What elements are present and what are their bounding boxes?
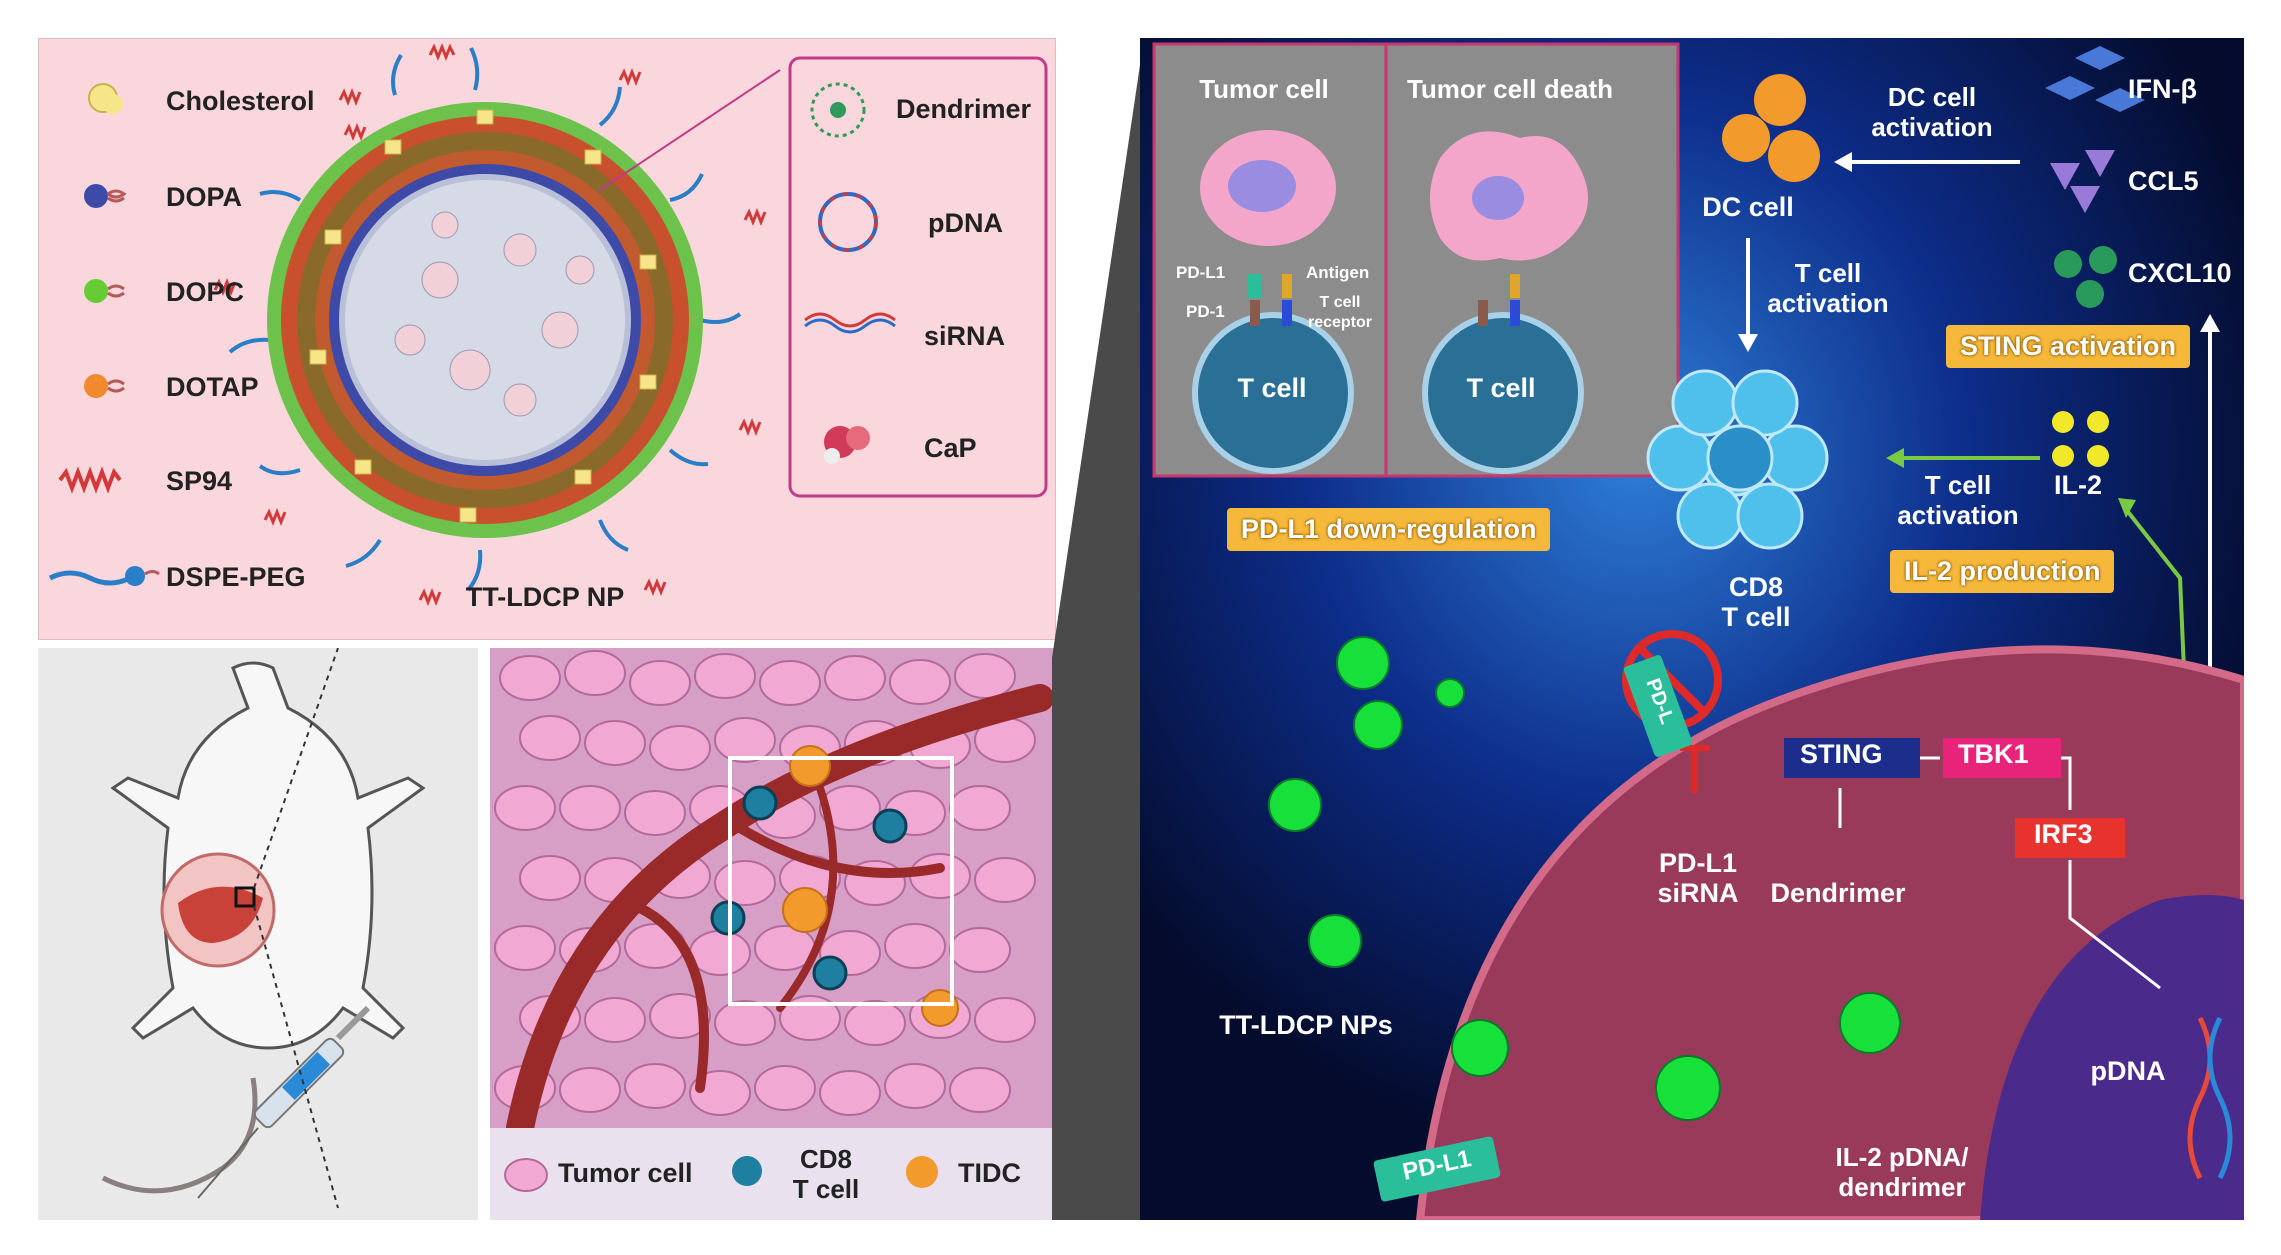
sting-label: STING xyxy=(1800,739,1883,769)
antigen-icon xyxy=(1282,274,1520,298)
il2-icon xyxy=(2052,411,2109,467)
nanoparticle xyxy=(213,42,781,607)
cd8-line1: CD8 xyxy=(1728,572,1784,602)
pdl1-down-badge: PD-L1 down-regulation xyxy=(1227,508,1551,551)
ccl5-label: CCL5 xyxy=(2128,166,2199,196)
dotap-icon xyxy=(84,374,125,398)
t-activation1-line1: T cell xyxy=(1794,258,1862,288)
sirna-icon xyxy=(804,312,896,328)
dc-activation-line1: DC cell xyxy=(1887,82,1977,112)
nucleus xyxy=(1980,895,2244,1220)
np-structure-graphic xyxy=(48,42,1048,607)
il2-pdna-line2: dendrimer xyxy=(1838,1172,1966,1202)
tissue-legend-cd8-line1: CD8 xyxy=(799,1144,853,1174)
dna-helix-icon xyxy=(2187,1016,2213,1180)
tt-ldcp-np-icon xyxy=(1268,636,1901,1121)
core-legend-box xyxy=(788,56,1048,498)
pd-1-label: PD-1 xyxy=(1186,302,1225,321)
legend-dspe-peg: DSPE-PEG xyxy=(166,562,306,592)
pathway-arrows xyxy=(1738,152,2220,678)
np-label: TT-LDCP NP xyxy=(465,582,625,612)
dopa-icon xyxy=(84,184,127,208)
pd-l1-label: PD-L1 xyxy=(1176,263,1226,282)
tissue-legend-cd8-line2: T cell xyxy=(792,1174,860,1204)
blood-vessel xyxy=(506,684,1054,1128)
syringe-icon xyxy=(197,1005,371,1199)
pd1-receptor-icon xyxy=(1250,300,1488,326)
sting-activation-badge: STING activation xyxy=(1946,325,2191,368)
t-cell-left-label: T cell xyxy=(1237,373,1307,403)
il2-label: IL-2 xyxy=(2053,470,2103,500)
ifn-beta-icon xyxy=(2045,46,2145,112)
antigen-label: Antigen xyxy=(1306,263,1370,282)
dc-cell-icon xyxy=(1722,74,1820,182)
tumor-cell-title: Tumor cell xyxy=(1199,74,1329,104)
zoom-wedge xyxy=(1052,38,1144,1220)
cd8-line2: T cell xyxy=(1721,602,1791,632)
tcr-label-line2: receptor xyxy=(1307,314,1373,331)
t-cell-left xyxy=(1192,312,1354,474)
tissue-legend-tidc: TIDC xyxy=(958,1158,1021,1188)
tumor-cell-field xyxy=(494,650,1036,1116)
irf3-label: IRF3 xyxy=(2034,819,2093,849)
dendrimer-label: Dendrimer xyxy=(1770,878,1906,908)
nps-label: TT-LDCP NPs xyxy=(1219,1010,1393,1040)
cxcl10-icon xyxy=(2054,246,2117,308)
sirna-label-line1: PD-L1 xyxy=(1658,848,1738,878)
tcr-receptor-icon xyxy=(1282,300,1520,326)
core-dendrimer-label: Dendrimer xyxy=(896,94,1032,124)
t-activation2-line2: activation xyxy=(1897,500,2019,530)
ccl5-icon xyxy=(2050,150,2115,213)
pdna-icon xyxy=(818,192,878,252)
mouse-graphic xyxy=(101,648,426,1209)
cd8-t-cell-cluster xyxy=(1646,369,1829,550)
legend-dopc: DOPC xyxy=(166,277,245,307)
irf3-box xyxy=(2015,818,2125,858)
il2-production-badge: IL-2 production xyxy=(1890,550,2115,593)
core-sirna-label: siRNA xyxy=(924,321,1006,351)
cxcl10-label: CXCL10 xyxy=(2128,258,2232,288)
legend-dotap: DOTAP xyxy=(166,372,259,402)
sp94-icon xyxy=(58,466,122,494)
pd-l1-icon xyxy=(1248,274,1262,298)
tissue-legend-cd8-icon xyxy=(732,1156,762,1186)
dopc-icon xyxy=(84,279,125,303)
tumor-death-title: Tumor cell death xyxy=(1406,74,1614,104)
core-pdna-label: pDNA xyxy=(928,208,1003,238)
tissue-graphic xyxy=(490,648,1056,1128)
cholesterol-icon xyxy=(88,83,123,114)
il2-pdna-line1: IL-2 pDNA/ xyxy=(1835,1142,1969,1172)
sirna-label-line2: siRNA xyxy=(1657,878,1739,908)
tissue-legend-tumor: Tumor cell xyxy=(558,1158,693,1188)
tissue-legend-tidc-icon xyxy=(906,1156,938,1188)
t-activation1-line2: activation xyxy=(1767,288,1889,318)
legend-sp94: SP94 xyxy=(166,466,233,496)
sting-box xyxy=(1784,738,1920,778)
tbk1-label: TBK1 xyxy=(1958,739,2029,769)
pdna-label: pDNA xyxy=(2090,1056,2166,1086)
dc-activation-line2: activation xyxy=(1871,112,1993,142)
t-cell-right-label: T cell xyxy=(1466,373,1536,403)
core-cap-label: CaP xyxy=(924,433,977,463)
liver-icon xyxy=(178,886,263,943)
cap-icon xyxy=(824,426,870,464)
dendrimer-icon xyxy=(810,82,866,138)
zoom-box xyxy=(728,756,954,1006)
ifn-label: IFN-β xyxy=(2128,74,2197,104)
t-activation2-line1: T cell xyxy=(1924,470,1992,500)
t-cell-right xyxy=(1422,312,1584,474)
tbk1-box xyxy=(1943,738,2061,778)
dc-cell-label: DC cell xyxy=(1702,192,1794,222)
dspe-peg-icon xyxy=(48,566,160,586)
tcr-label-line1: T cell xyxy=(1319,294,1361,311)
mechanism-panel xyxy=(1140,38,2244,1220)
legend-cholesterol: Cholesterol xyxy=(166,86,315,116)
legend-dopa: DOPA xyxy=(166,182,243,212)
